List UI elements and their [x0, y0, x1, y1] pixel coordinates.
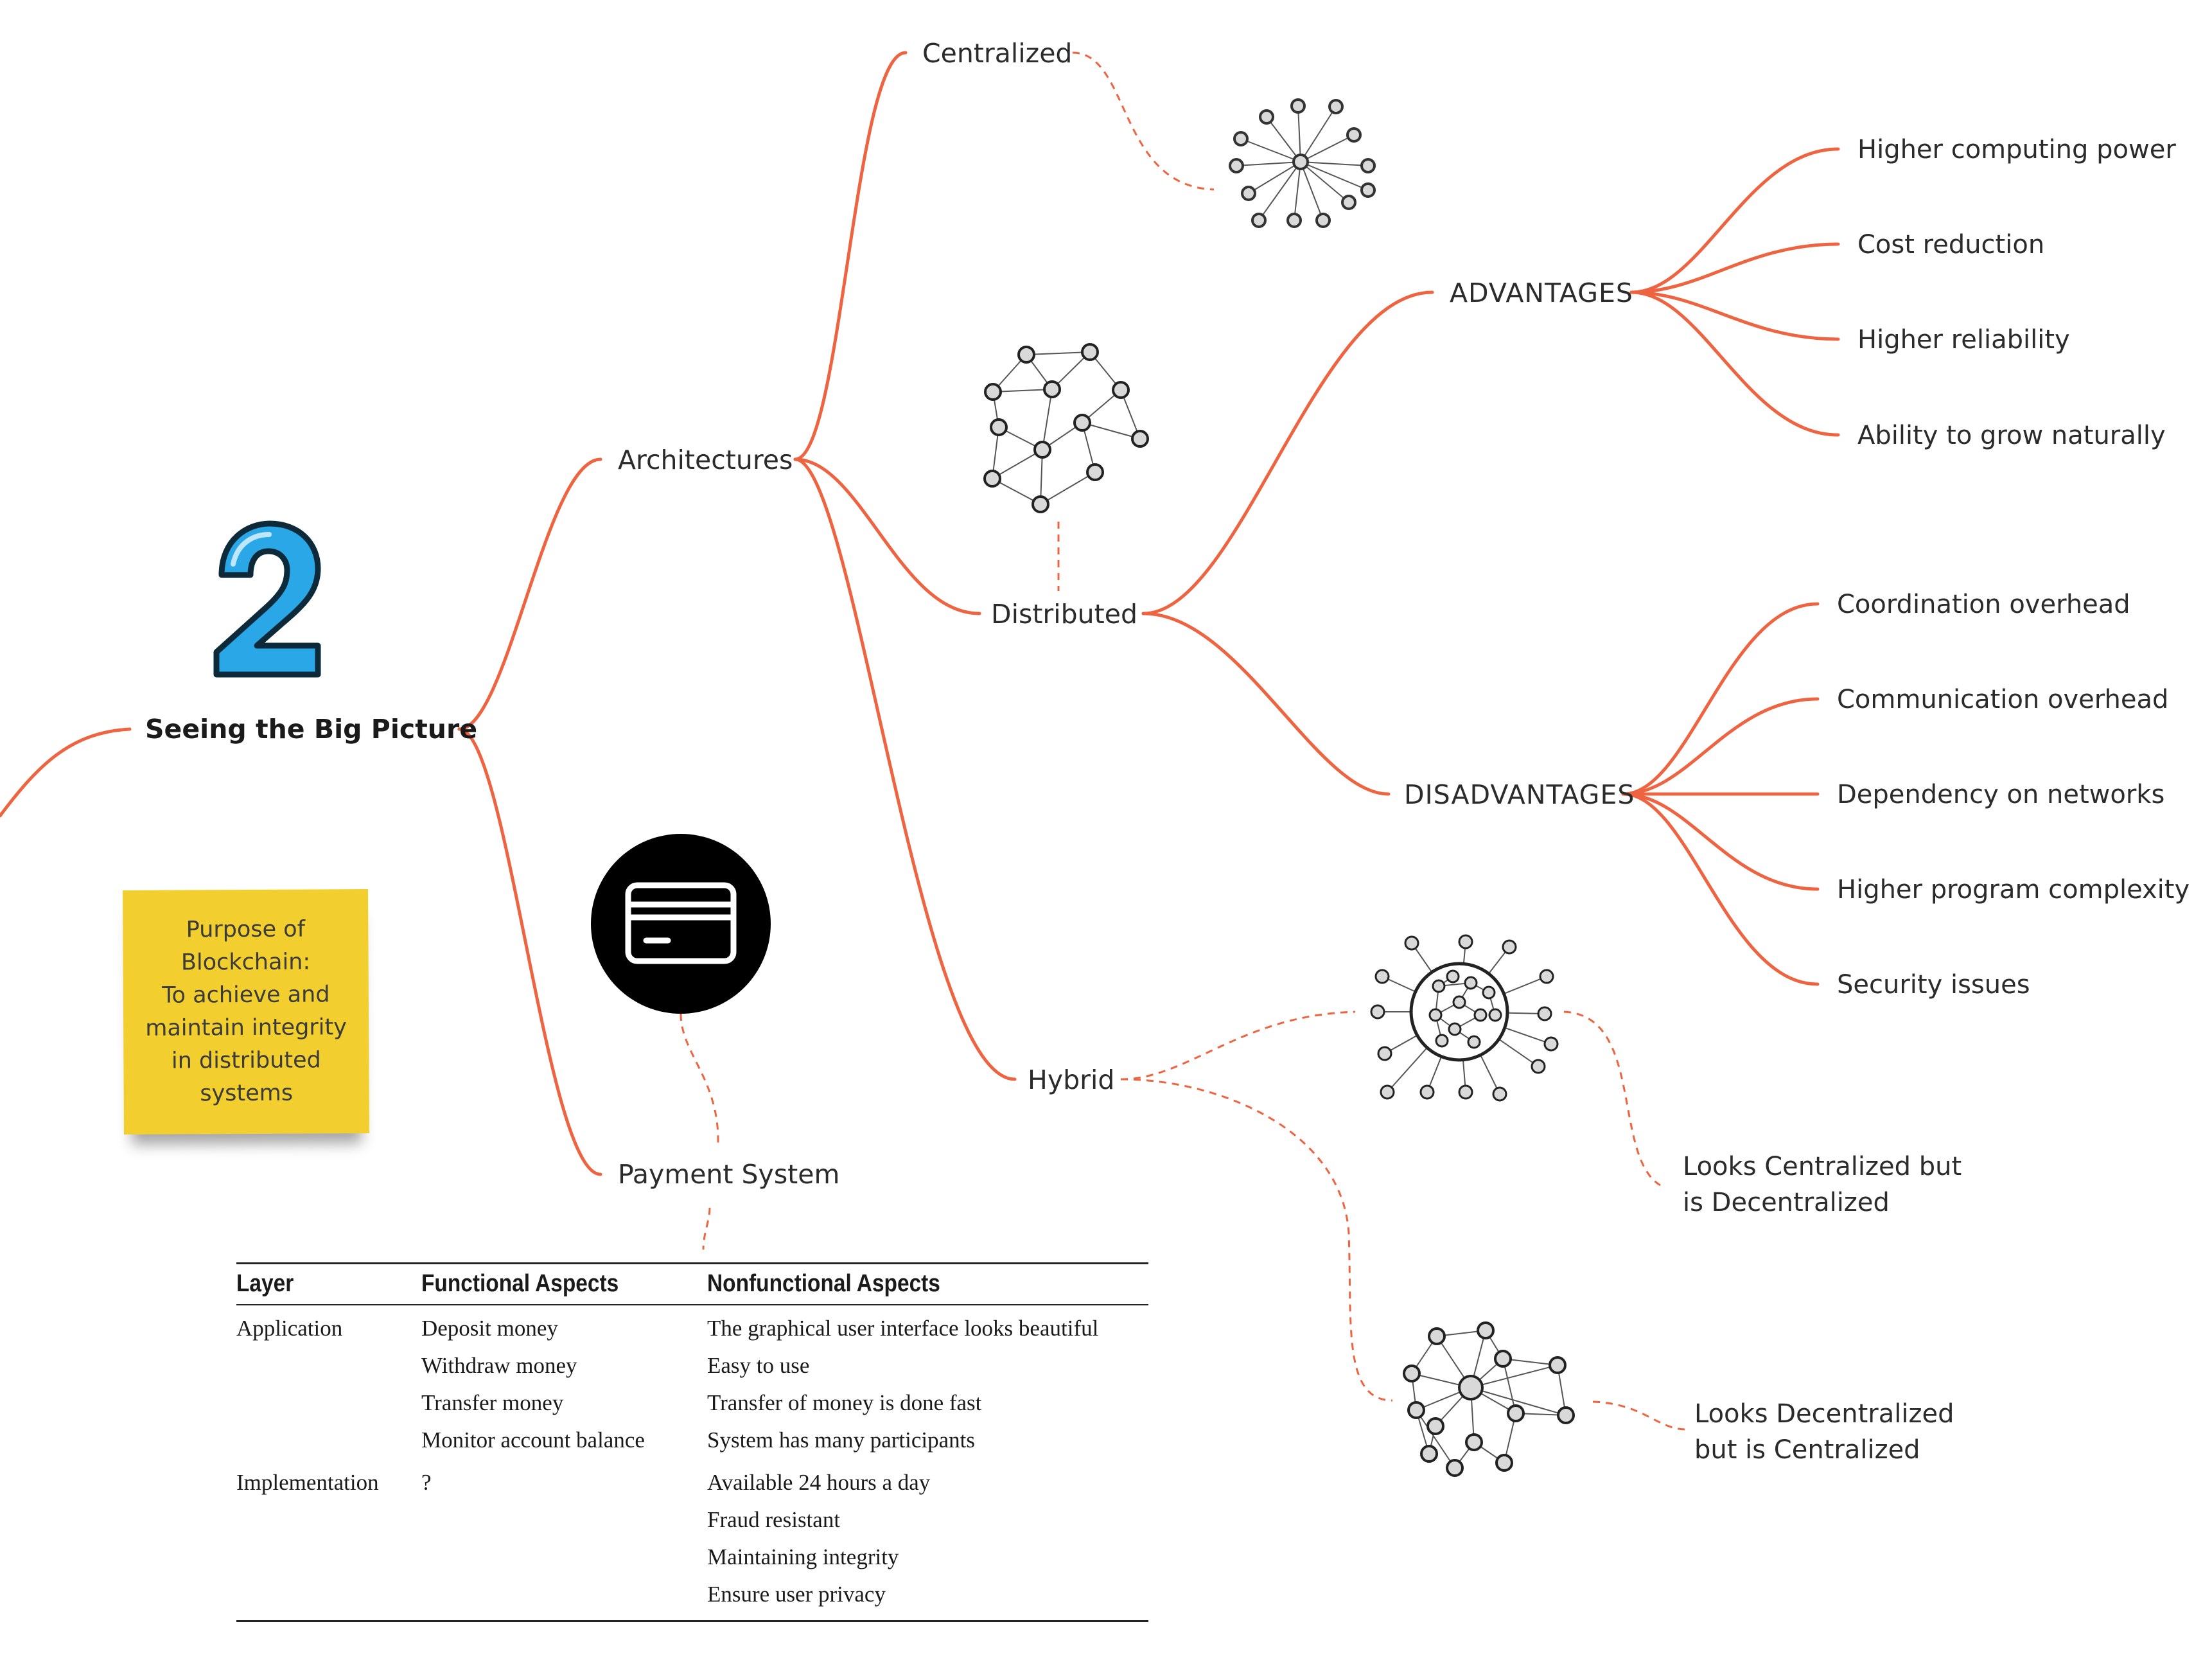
- edge-adv-4: [1629, 290, 1840, 437]
- note-line: Looks Centralized but: [1683, 1152, 1962, 1181]
- table-cell-nonfunctional: Easy to use: [707, 1353, 810, 1378]
- table-cell-functional: Deposit money: [421, 1316, 558, 1341]
- dash-hybrid-graphic2: [1120, 1078, 1393, 1402]
- sticky-line: systems: [200, 1080, 294, 1107]
- node-disadvantages[interactable]: DISADVANTAGES: [1404, 779, 1635, 810]
- table-cell-nonfunctional: System has many participants: [707, 1427, 976, 1453]
- note-line: but is Centralized: [1694, 1435, 1920, 1465]
- disadvantage-item[interactable]: Communication overhead: [1837, 685, 2169, 714]
- edge-arch-hybrid: [793, 457, 1017, 1081]
- edge-arch-distributed: [793, 457, 981, 615]
- table-cell-nonfunctional: Fraud resistant: [707, 1507, 841, 1532]
- hybrid-network-graphic-1: [1370, 934, 1559, 1102]
- table-rule-bottom: [236, 1620, 1148, 1622]
- edge-arch-centralized: [793, 51, 908, 461]
- edge-dis-2: [1621, 697, 1820, 796]
- edge-incoming: [0, 727, 132, 818]
- dash-centralized-graphic: [1072, 51, 1215, 191]
- credit-card-icon: [591, 834, 771, 1014]
- table-header: Functional Aspects: [421, 1270, 619, 1297]
- edge-root-payment: [457, 727, 602, 1176]
- sticky-line: Purpose of: [186, 916, 306, 943]
- table-cell-nonfunctional: Maintaining integrity: [707, 1544, 899, 1569]
- table-cell-layer: Implementation: [236, 1470, 379, 1495]
- disadvantage-item[interactable]: Higher program complexity: [1837, 875, 2190, 905]
- root-title[interactable]: Seeing the Big Picture: [145, 714, 478, 745]
- edge-root-architectures: [457, 457, 602, 731]
- advantage-item[interactable]: Cost reduction: [1857, 230, 2045, 260]
- note-line: Looks Decentralized: [1694, 1399, 1954, 1429]
- dash-payment-table: [702, 1207, 711, 1250]
- table-cell-functional: Transfer money: [421, 1390, 564, 1415]
- sticky-line: maintain integrity: [145, 1014, 347, 1041]
- disadvantage-item[interactable]: Dependency on networks: [1837, 780, 2165, 809]
- table-cell-nonfunctional: Available 24 hours a day: [707, 1470, 931, 1495]
- dash-graphic2-note: [1592, 1400, 1687, 1431]
- node-architectures[interactable]: Architectures: [618, 445, 793, 475]
- sticky-line: in distributed: [171, 1047, 321, 1074]
- edge-adv-2: [1629, 242, 1840, 294]
- table-rule-top: [236, 1262, 1148, 1264]
- table-cell-nonfunctional: Ensure user privacy: [707, 1582, 886, 1607]
- advantage-item[interactable]: Ability to grow naturally: [1857, 421, 2166, 450]
- advantage-item[interactable]: Higher computing power: [1857, 135, 2176, 164]
- disadvantage-item[interactable]: Coordination overhead: [1837, 590, 2130, 619]
- dash-graphic1-note: [1563, 1011, 1661, 1187]
- disadvantage-item[interactable]: Security issues: [1837, 970, 2030, 1000]
- hybrid-note-decentralized[interactable]: Looks Decentralized but is Centralized: [1694, 1396, 1954, 1468]
- table-header: Nonfunctional Aspects: [707, 1270, 940, 1297]
- node-advantages[interactable]: ADVANTAGES: [1450, 278, 1633, 308]
- hybrid-network-graphic-2: [1403, 1321, 1575, 1477]
- table-rule-mid: [236, 1304, 1148, 1305]
- centralized-network-graphic: [1229, 98, 1376, 228]
- edge-adv-3: [1629, 290, 1840, 341]
- table-cell-functional: Withdraw money: [421, 1353, 577, 1378]
- table-cell-functional: Monitor account balance: [421, 1427, 645, 1453]
- edge-dist-advantages: [1141, 290, 1434, 615]
- chapter-number-2-icon: [213, 520, 321, 678]
- node-distributed[interactable]: Distributed: [991, 599, 1137, 630]
- table-cell-functional: ?: [421, 1470, 432, 1495]
- sticky-line: Blockchain:: [180, 949, 311, 976]
- edge-adv-1: [1629, 147, 1840, 294]
- table-header: Layer: [236, 1270, 294, 1297]
- hybrid-note-centralized[interactable]: Looks Centralized but is Decentralized: [1683, 1149, 1962, 1221]
- sticky-line: To achieve and: [162, 982, 330, 1009]
- distributed-network-graphic: [983, 343, 1149, 513]
- edge-dis-5: [1621, 792, 1820, 986]
- node-hybrid[interactable]: Hybrid: [1028, 1064, 1115, 1095]
- edge-dis-4: [1621, 792, 1820, 891]
- sticky-note[interactable]: Purpose of Blockchain: To achieve and ma…: [123, 889, 369, 1135]
- edge-dis-1: [1621, 602, 1820, 796]
- edge-dist-disadvantages: [1141, 612, 1391, 796]
- table-cell-nonfunctional: Transfer of money is done fast: [707, 1390, 982, 1415]
- table-cell-nonfunctional: The graphical user interface looks beaut…: [707, 1316, 1099, 1341]
- note-line: is Decentralized: [1683, 1188, 1890, 1217]
- dash-hybrid-graphic1: [1120, 1011, 1356, 1081]
- table-cell-layer: Application: [236, 1316, 343, 1341]
- node-centralized[interactable]: Centralized: [922, 38, 1073, 69]
- node-payment-system[interactable]: Payment System: [618, 1159, 840, 1190]
- advantage-item[interactable]: Higher reliability: [1857, 325, 2070, 355]
- dash-payment-icon: [680, 1013, 719, 1144]
